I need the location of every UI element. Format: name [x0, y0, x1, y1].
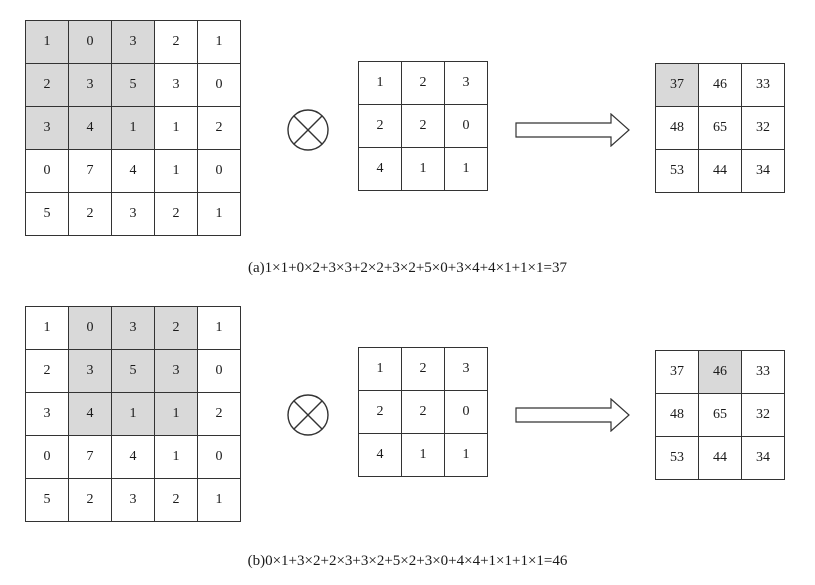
kernel-cell: 3: [445, 62, 488, 105]
input-cell: 3: [69, 64, 112, 107]
input-cell: 0: [26, 436, 69, 479]
input-cell: 4: [69, 107, 112, 150]
kernel-cell: 2: [402, 105, 445, 148]
output-cell: 33: [742, 64, 785, 107]
output-cell: 53: [656, 437, 699, 480]
kernel-cell: 2: [359, 391, 402, 434]
input-cell: 3: [112, 479, 155, 522]
output-cell: 46: [699, 64, 742, 107]
output-cell: 48: [656, 107, 699, 150]
kernel-cell: 1: [445, 434, 488, 477]
input-cell: 5: [112, 350, 155, 393]
input-cell: 1: [155, 436, 198, 479]
kernel-cell: 0: [445, 105, 488, 148]
output-cell: 65: [699, 394, 742, 437]
input-cell: 2: [198, 393, 241, 436]
input-cell: 1: [155, 393, 198, 436]
input-cell: 1: [198, 307, 241, 350]
input-cell: 4: [69, 393, 112, 436]
kernel-cell: 4: [359, 434, 402, 477]
input-cell: 5: [26, 479, 69, 522]
input-cell: 2: [155, 479, 198, 522]
input-cell: 0: [198, 150, 241, 193]
kernel-cell: 1: [402, 148, 445, 191]
input-cell: 2: [26, 350, 69, 393]
input-cell: 1: [155, 107, 198, 150]
input-cell: 2: [69, 193, 112, 236]
input-cell: 3: [69, 350, 112, 393]
input-cell: 1: [26, 21, 69, 64]
output-cell: 33: [742, 351, 785, 394]
input-cell: 4: [112, 150, 155, 193]
output-cell: 65: [699, 107, 742, 150]
caption-a: (a)1×1+0×2+3×3+2×2+3×2+5×0+3×4+4×1+1×1=3…: [248, 260, 567, 276]
kernel-cell: 3: [445, 348, 488, 391]
input-cell: 7: [69, 436, 112, 479]
input-cell: 2: [155, 307, 198, 350]
input-cell: 1: [112, 107, 155, 150]
convolution-operator-icon: [287, 109, 329, 151]
input-cell: 3: [155, 64, 198, 107]
kernel-cell: 1: [402, 434, 445, 477]
input-cell: 5: [26, 193, 69, 236]
input-cell: 1: [198, 21, 241, 64]
input-cell: 1: [198, 479, 241, 522]
input-cell: 0: [198, 350, 241, 393]
input-cell: 5: [112, 64, 155, 107]
input-cell: 2: [155, 21, 198, 64]
output-cell: 53: [656, 150, 699, 193]
input-cell: 0: [69, 21, 112, 64]
right-arrow-icon: [515, 398, 630, 432]
input-cell: 0: [198, 64, 241, 107]
input-cell: 0: [69, 307, 112, 350]
output-cell: 34: [742, 150, 785, 193]
input-cell: 1: [26, 307, 69, 350]
kernel-cell: 2: [402, 348, 445, 391]
input-cell: 3: [112, 193, 155, 236]
input-cell: 3: [26, 107, 69, 150]
output-cell: 44: [699, 437, 742, 480]
input-cell: 2: [69, 479, 112, 522]
kernel-cell: 0: [445, 391, 488, 434]
kernel-cell: 1: [445, 148, 488, 191]
input-cell: 0: [198, 436, 241, 479]
kernel-cell: 2: [359, 105, 402, 148]
right-arrow-icon: [515, 113, 630, 147]
input-cell: 3: [112, 21, 155, 64]
input-cell: 2: [26, 64, 69, 107]
output-cell: 37: [656, 64, 699, 107]
input-cell: 1: [155, 150, 198, 193]
caption-b: (b)0×1+3×2+2×3+3×2+5×2+3×0+4×4+1×1+1×1=4…: [247, 553, 568, 569]
kernel-cell: 1: [359, 62, 402, 105]
output-cell: 34: [742, 437, 785, 480]
input-cell: 3: [155, 350, 198, 393]
input-cell: 0: [26, 150, 69, 193]
convolution-operator-icon: [287, 394, 329, 436]
input-cell: 1: [112, 393, 155, 436]
input-cell: 7: [69, 150, 112, 193]
output-cell: 44: [699, 150, 742, 193]
output-cell: 37: [656, 351, 699, 394]
input-cell: 3: [112, 307, 155, 350]
kernel-cell: 2: [402, 62, 445, 105]
kernel-cell: 2: [402, 391, 445, 434]
input-cell: 3: [26, 393, 69, 436]
kernel-cell: 1: [359, 348, 402, 391]
kernel-cell: 4: [359, 148, 402, 191]
input-cell: 4: [112, 436, 155, 479]
input-cell: 2: [198, 107, 241, 150]
output-cell: 48: [656, 394, 699, 437]
input-cell: 1: [198, 193, 241, 236]
input-cell: 2: [155, 193, 198, 236]
output-cell: 46: [699, 351, 742, 394]
output-cell: 32: [742, 394, 785, 437]
output-cell: 32: [742, 107, 785, 150]
